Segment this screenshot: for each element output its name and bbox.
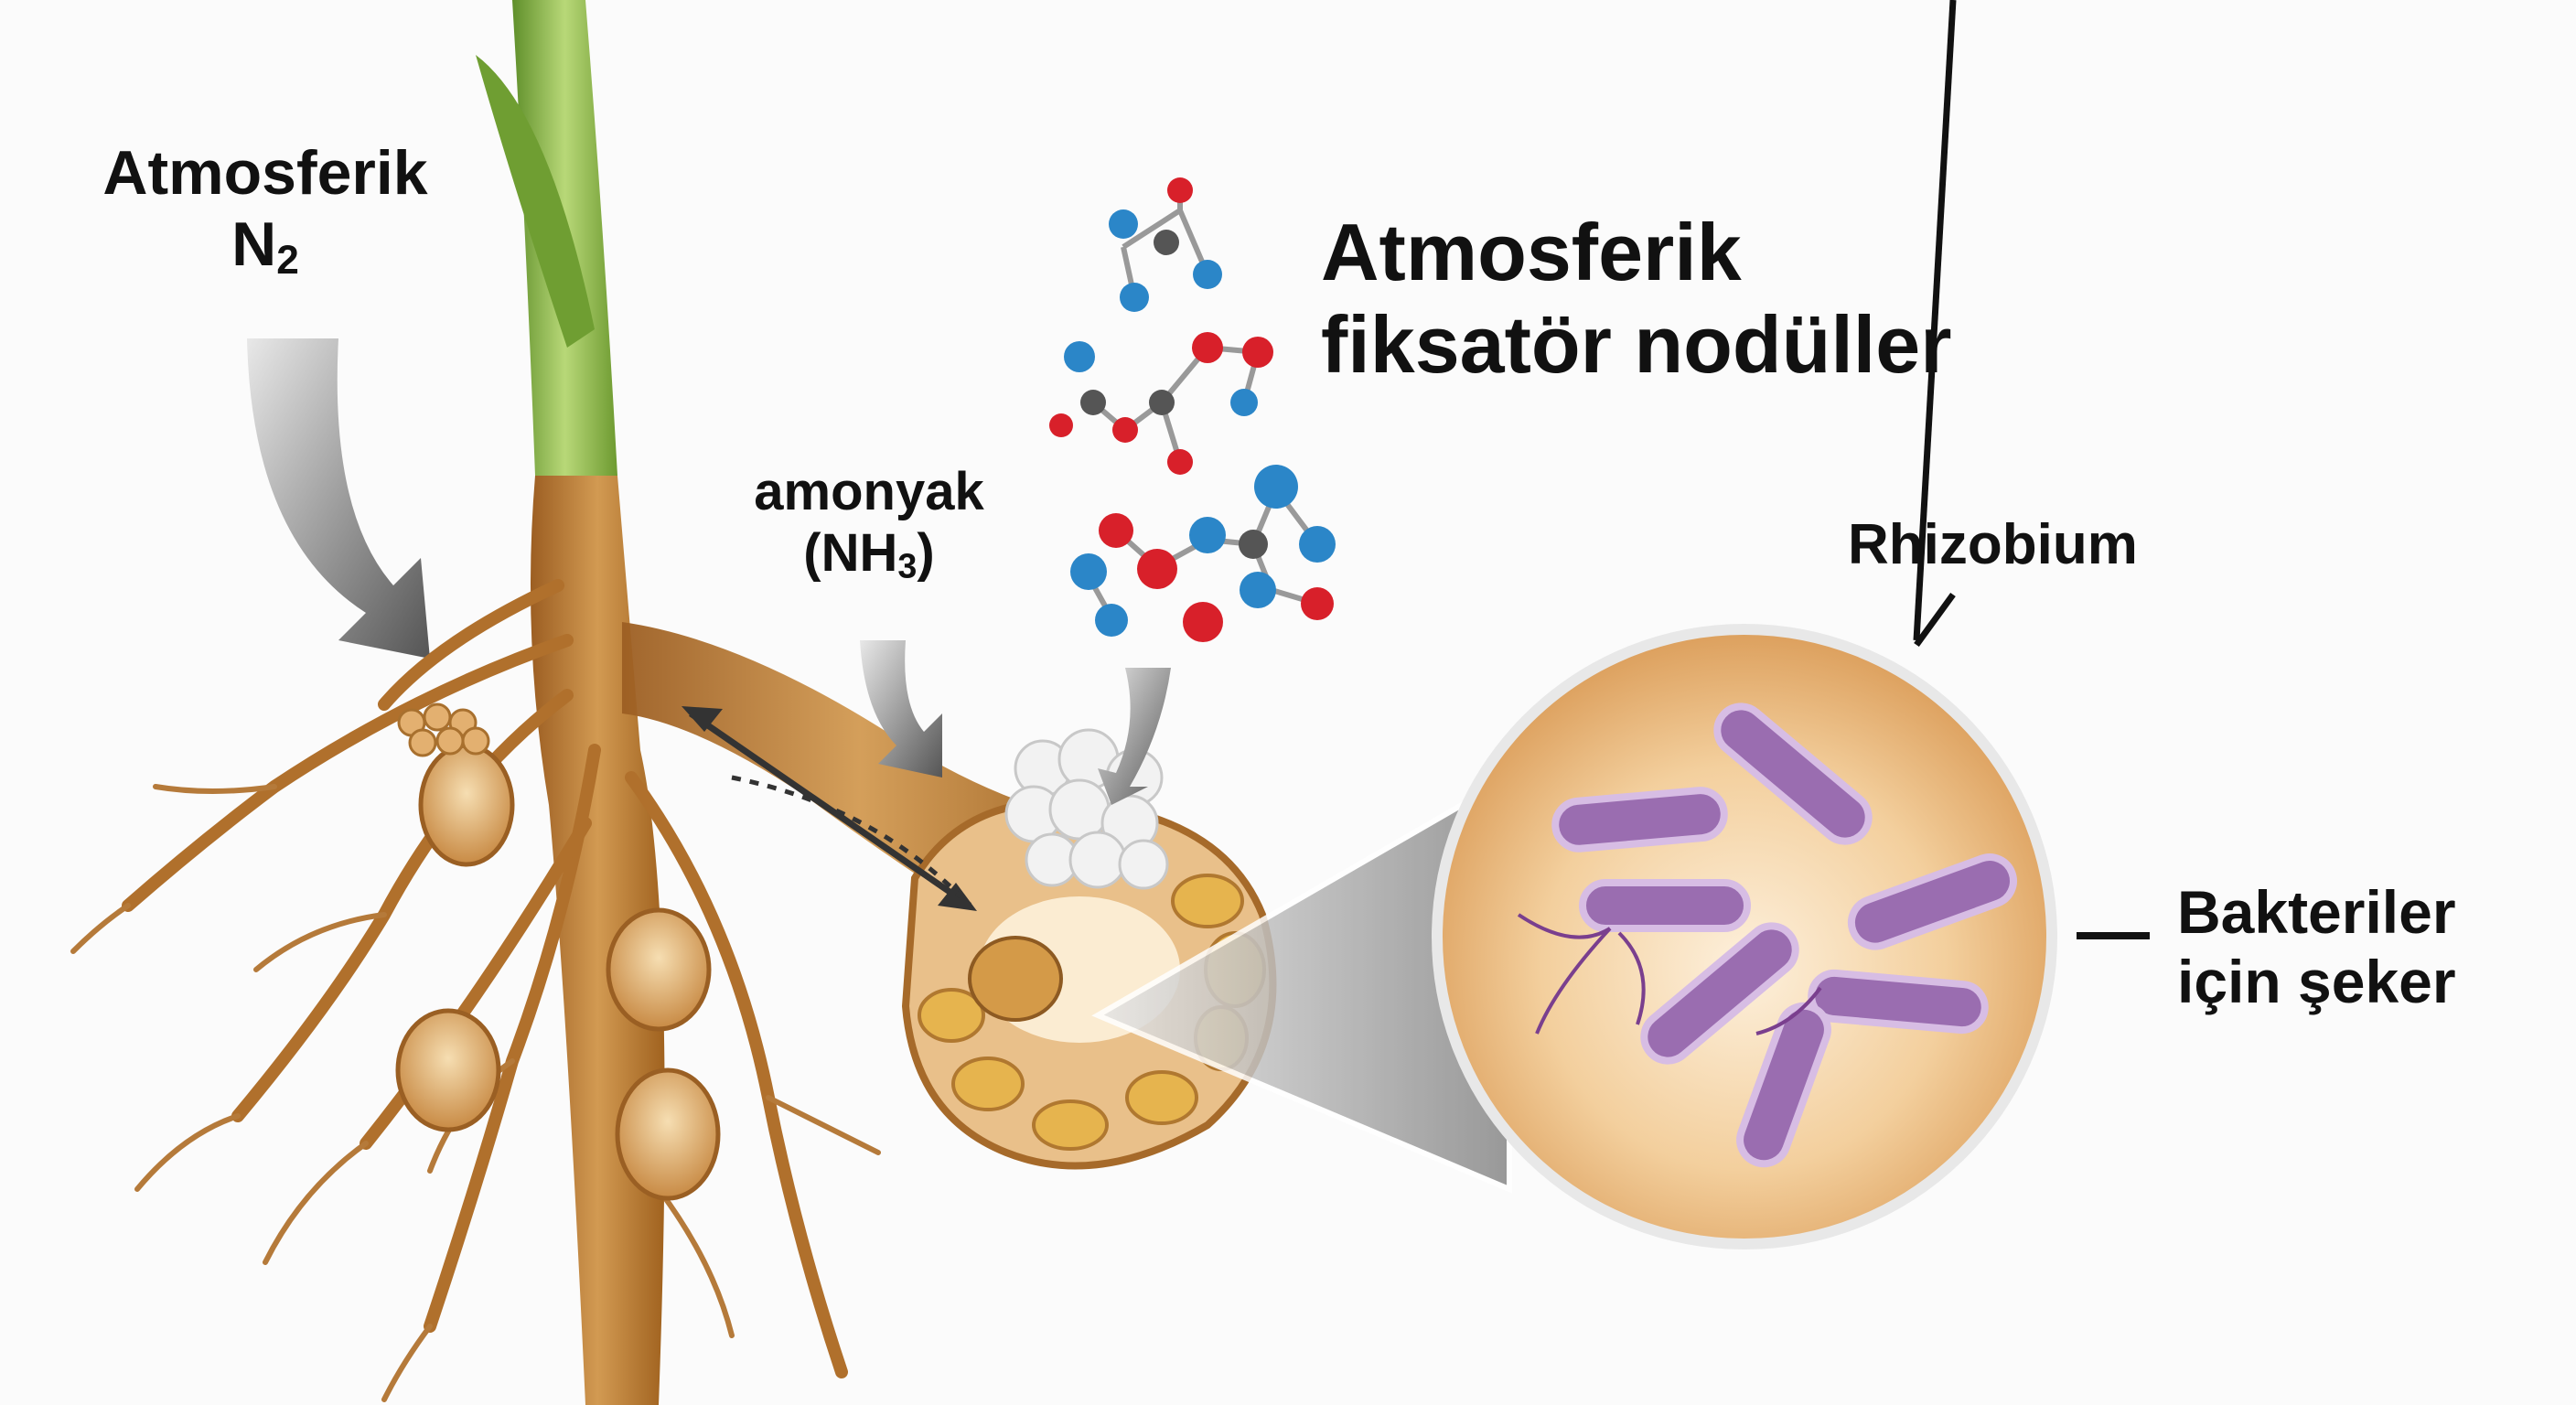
title-line1: Atmosferik (1321, 207, 1742, 297)
leaf (476, 55, 595, 348)
rhizobium-label: Rhizobium (1848, 513, 2138, 576)
root-nodules (395, 702, 721, 1201)
sugar-line1: Bakteriler (2177, 878, 2456, 946)
sugar-line2: için şeker (2177, 947, 2456, 1015)
molecule-arrow (1098, 668, 1171, 805)
title-line2: fiksatör nodüller (1321, 299, 1952, 391)
diagram-title: Atmosferik fiksatör nodüller (1321, 206, 1951, 391)
n2-subscript: 2 (276, 238, 299, 284)
ammonia-line1: amonyak (754, 462, 984, 521)
n2-arrow (247, 338, 430, 659)
ammonia-cluster (1004, 728, 1169, 890)
rhizobium-leader (1914, 592, 1956, 648)
molecules (1086, 192, 1320, 619)
ammonia-line2: (NH3) (704, 523, 1034, 586)
flagella (1517, 913, 1822, 1035)
ammonia-subscript: 3 (897, 546, 918, 585)
sugar-for-bacteria-label: Bakteriler için şeker (2177, 878, 2456, 1017)
atoms (1049, 177, 1336, 642)
ammonia-formula-suffix: ) (917, 522, 935, 583)
ammonia-formula-prefix: (NH (803, 522, 898, 583)
ammonia-arrow (860, 640, 942, 778)
magnified-view (1432, 624, 2057, 1249)
rhizobium-bacteria (1551, 702, 2017, 1168)
atmospheric-n2-line1: Atmosferik (102, 138, 428, 208)
ammonia-label: amonyak (NH3) (704, 462, 1034, 586)
atmospheric-n2-label: Atmosferik N2 (73, 137, 457, 284)
n2-symbol: N (231, 209, 277, 280)
transport-arrow (689, 711, 971, 908)
atmospheric-n2-line2: N2 (73, 209, 457, 284)
